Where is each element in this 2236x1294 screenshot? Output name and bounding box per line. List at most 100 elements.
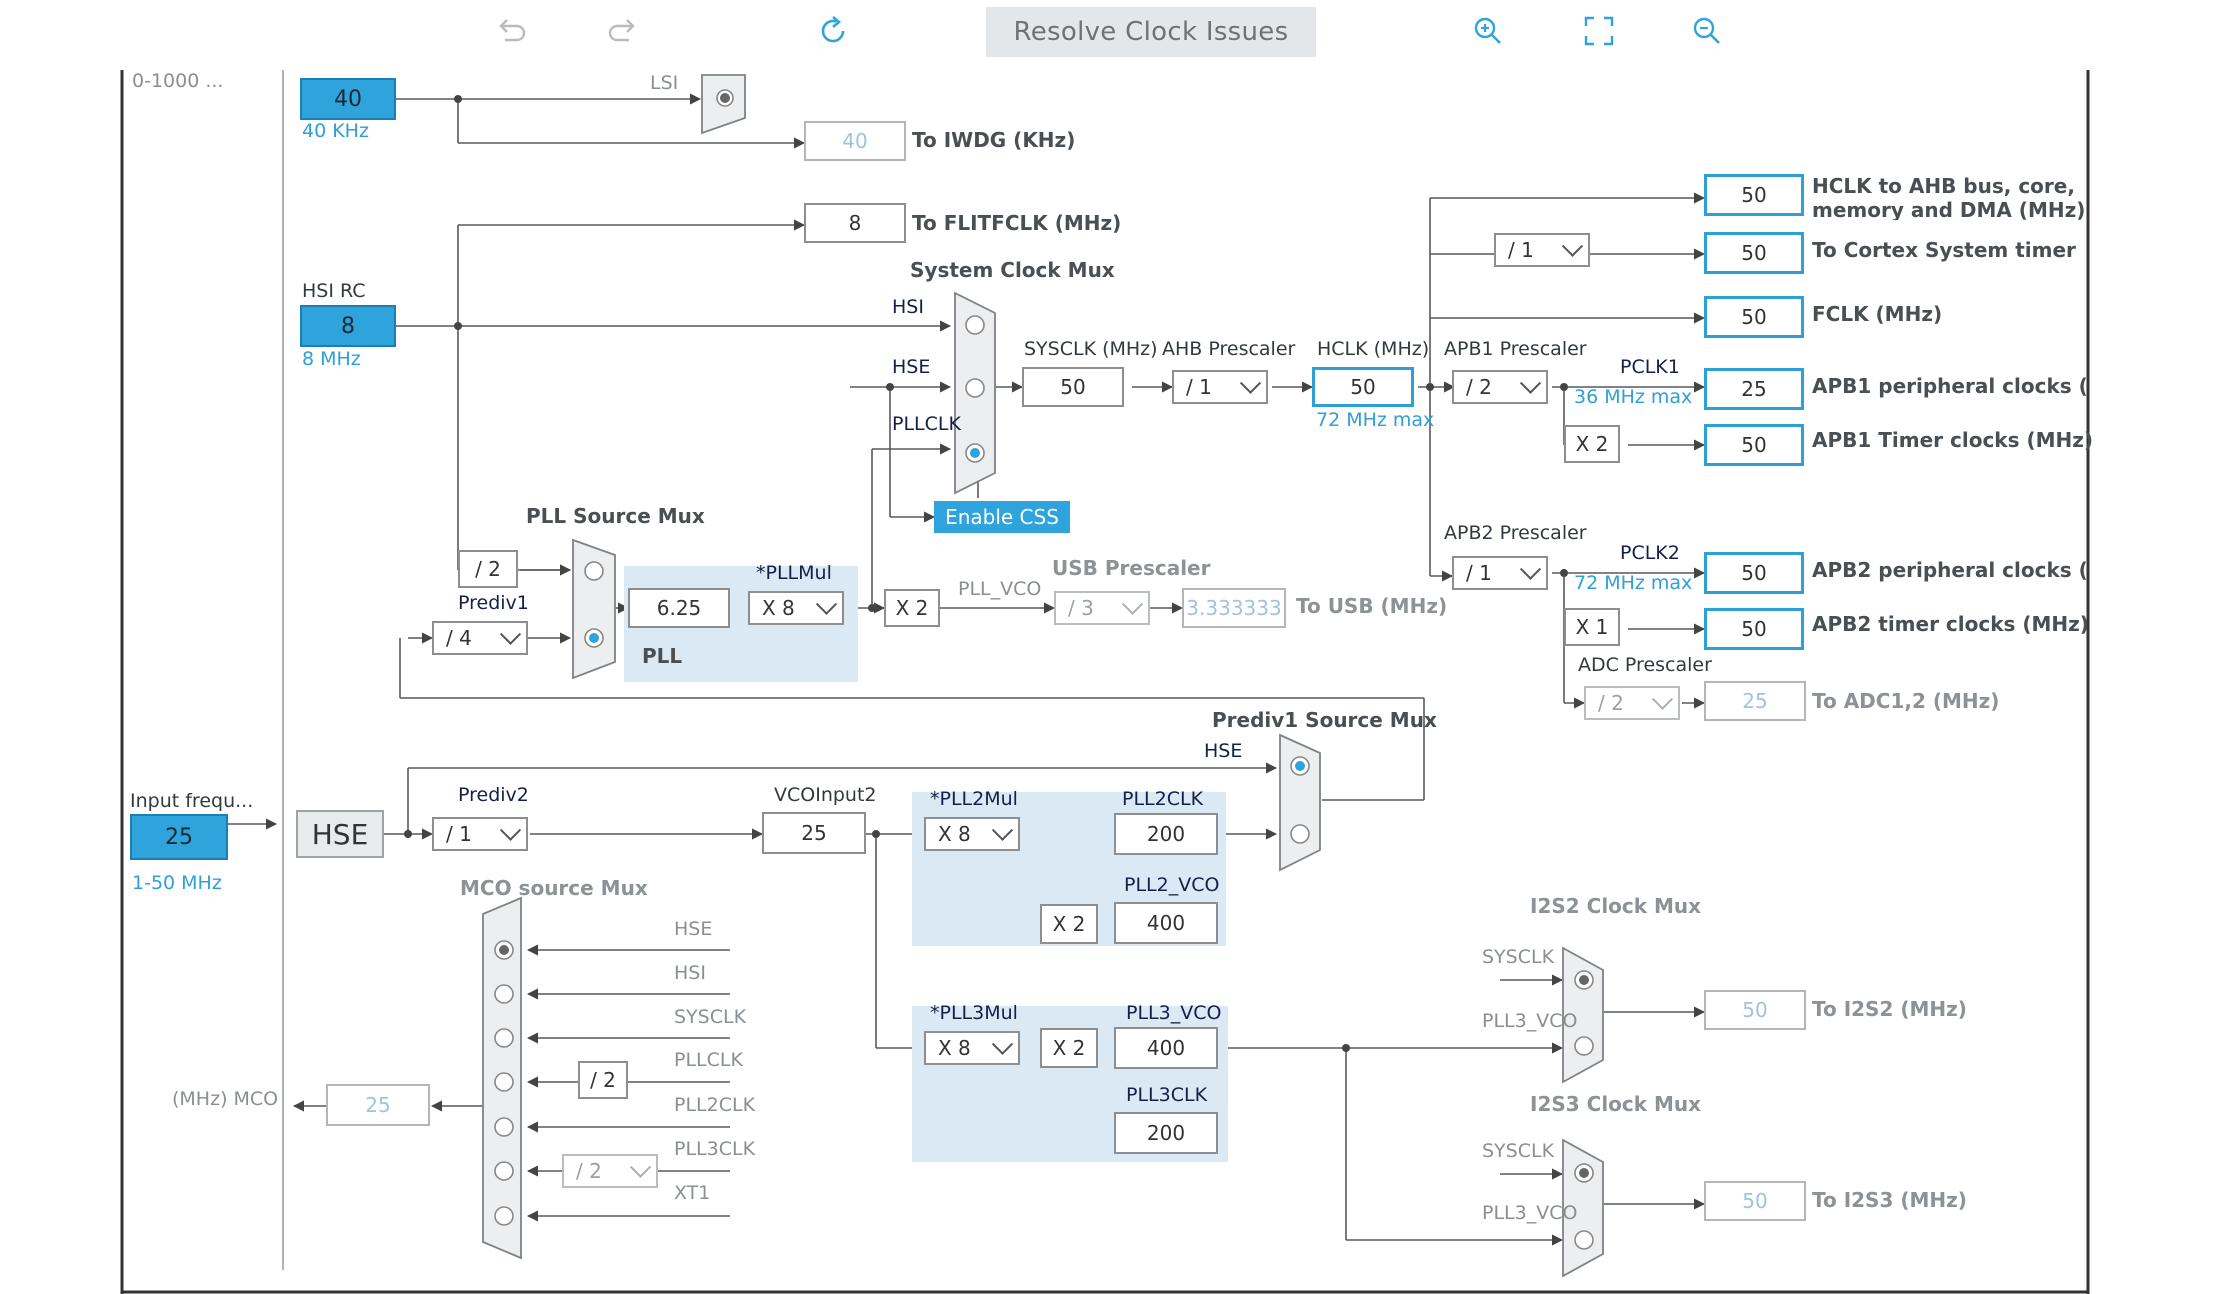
input-frequency-label: Input frequ...	[130, 790, 254, 812]
iwdg-label: To IWDG (KHz)	[912, 128, 1076, 152]
vcoinput2-label: VCOInput2	[774, 784, 877, 806]
pll3mul-select[interactable]: X 8	[924, 1031, 1020, 1065]
pll2mul-value: X 8	[938, 822, 971, 846]
flitfclk-label: To FLITFCLK (MHz)	[912, 211, 1122, 235]
fit-screen-icon[interactable]	[1576, 8, 1622, 54]
sysclk-label: SYSCLK (MHz)	[1024, 338, 1158, 360]
output-value-apb1-timer[interactable]: 50	[1704, 424, 1804, 466]
toolbar: Resolve Clock Issues	[0, 0, 2236, 70]
lsi-unit-label: 40 KHz	[302, 120, 369, 142]
chevron-down-icon	[1561, 235, 1584, 257]
sysmux-hse-label: HSE	[892, 356, 931, 378]
lsi-range-label: 0-1000 ...	[132, 70, 224, 92]
mco-source-pll3clk: PLL3CLK	[674, 1138, 756, 1160]
pllmul-label: *PLLMul	[756, 562, 832, 584]
prediv1-source-mux-title: Prediv1 Source Mux	[1212, 708, 1437, 732]
i2s3-pll3vco-label: PLL3_VCO	[1482, 1202, 1578, 1224]
pll2mul-select[interactable]: X 8	[924, 817, 1020, 851]
zoom-out-icon[interactable]	[1684, 8, 1730, 54]
enable-css-button[interactable]: Enable CSS	[934, 501, 1070, 533]
output-value-apb2-timer[interactable]: 50	[1704, 608, 1804, 650]
hclk-value[interactable]: 50	[1312, 367, 1414, 407]
chevron-down-icon	[1121, 593, 1144, 615]
hsi-unit-label: 8 MHz	[302, 348, 361, 370]
mco-source-hse: HSE	[674, 918, 713, 940]
apb2-prescaler-value: / 1	[1466, 561, 1492, 585]
output-label-apb2-timer: APB2 timer clocks (MHz)	[1812, 612, 2089, 636]
output-value-cortex[interactable]: 50	[1704, 232, 1804, 274]
adc-prescaler-select[interactable]: / 2	[1584, 686, 1680, 720]
prediv1-select[interactable]: / 4	[432, 621, 528, 655]
prediv2-value: / 1	[446, 822, 472, 846]
pll3clk-value: 200	[1114, 1112, 1218, 1154]
lsi-mux-label: LSI	[650, 72, 679, 94]
pll3mul-value: X 8	[938, 1036, 971, 1060]
usb-output-label: To USB (MHz)	[1296, 594, 1448, 618]
usb-prescaler-label: USB Prescaler	[1052, 556, 1211, 580]
output-value-apb1-peripheral[interactable]: 25	[1704, 368, 1804, 410]
refresh-icon[interactable]	[810, 8, 856, 54]
i2s2-pll3vco-label: PLL3_VCO	[1482, 1010, 1578, 1032]
chevron-down-icon	[1239, 372, 1262, 394]
chevron-down-icon	[991, 1033, 1014, 1055]
iwdg-output: 40	[804, 121, 906, 161]
hse-block[interactable]: HSE	[296, 810, 384, 858]
resolve-clock-issues-button[interactable]: Resolve Clock Issues	[986, 7, 1316, 57]
apb1-timer-multiplier: X 2	[1564, 425, 1620, 463]
chevron-down-icon	[1519, 558, 1542, 580]
output-label-fclk: FCLK (MHz)	[1812, 302, 1943, 326]
output-value-hclk-ahb[interactable]: 50	[1704, 174, 1804, 216]
mco-pll3clk-div-select[interactable]: / 2	[562, 1154, 658, 1188]
hse-range-label: 1-50 MHz	[132, 872, 222, 894]
redo-icon[interactable]	[599, 8, 645, 54]
apb2-prescaler-label: APB2 Prescaler	[1444, 522, 1587, 544]
pll-vco-x2: X 2	[884, 589, 940, 627]
mco-source-mux-title: MCO source Mux	[460, 876, 648, 900]
i2s2-output-label: To I2S2 (MHz)	[1812, 997, 1967, 1021]
ahb-prescaler-select[interactable]: / 1	[1172, 370, 1268, 404]
pll2mul-label: *PLL2Mul	[930, 788, 1018, 810]
pll3clk-label: PLL3CLK	[1126, 1084, 1208, 1106]
apb2-max-label: 72 MHz max	[1574, 572, 1693, 594]
adc-output-label: To ADC1,2 (MHz)	[1812, 689, 2000, 713]
chevron-down-icon	[629, 1156, 652, 1178]
pllmul-select[interactable]: X 8	[748, 591, 844, 625]
output-label-cortex: To Cortex System timer	[1812, 238, 2076, 262]
hclk-max-label: 72 MHz max	[1316, 409, 1435, 431]
chevron-down-icon	[1519, 372, 1542, 394]
pll3-vco-label: PLL3_VCO	[1126, 1002, 1222, 1024]
lsi-input[interactable]: 40	[300, 78, 396, 120]
i2s3-clock-mux-title: I2S3 Clock Mux	[1530, 1092, 1702, 1116]
apb2-prescaler-select[interactable]: / 1	[1452, 556, 1548, 590]
output-label-apb1-timer: APB1 Timer clocks (MHz)	[1812, 428, 2094, 452]
output-label-apb1-peripheral: APB1 peripheral clocks (	[1812, 374, 2088, 398]
mco-source-sysclk: SYSCLK	[674, 1006, 747, 1028]
sysmux-hsi-label: HSI	[892, 296, 924, 318]
i2s3-sysclk-label: SYSCLK	[1482, 1140, 1555, 1162]
prediv2-select[interactable]: / 1	[432, 817, 528, 851]
ahb-prescaler-label: AHB Prescaler	[1162, 338, 1296, 360]
chevron-down-icon	[815, 593, 838, 615]
output-value-fclk[interactable]: 50	[1704, 296, 1804, 338]
apb1-prescaler-select[interactable]: / 2	[1452, 370, 1548, 404]
mco-output-label: (MHz) MCO	[172, 1088, 279, 1110]
cortex-timer-divider-select[interactable]: / 1	[1494, 233, 1590, 267]
zoom-in-icon[interactable]	[1465, 8, 1511, 54]
vcoinput2-value: 25	[762, 812, 866, 854]
i2s2-clock-mux-title: I2S2 Clock Mux	[1530, 894, 1702, 918]
usb-prescaler-select[interactable]: / 3	[1054, 591, 1150, 625]
sysmux-pllclk-label: PLLCLK	[892, 413, 961, 435]
chevron-down-icon	[1651, 688, 1674, 710]
undo-icon[interactable]	[489, 8, 535, 54]
pll3-vco-x2: X 2	[1040, 1028, 1098, 1068]
hse-input-frequency[interactable]: 25	[130, 814, 228, 860]
adc-output: 25	[1704, 681, 1806, 721]
mco-source-pll2clk: PLL2CLK	[674, 1094, 756, 1116]
adc-prescaler-label: ADC Prescaler	[1578, 654, 1712, 676]
pll-source-mux-title: PLL Source Mux	[526, 504, 705, 528]
hsi-value[interactable]: 8	[300, 305, 396, 347]
cortex-divider-value: / 1	[1508, 238, 1534, 262]
output-value-apb2-peripheral[interactable]: 50	[1704, 552, 1804, 594]
sysclk-value[interactable]: 50	[1022, 367, 1124, 407]
pll3mul-label: *PLL3Mul	[930, 1002, 1018, 1024]
